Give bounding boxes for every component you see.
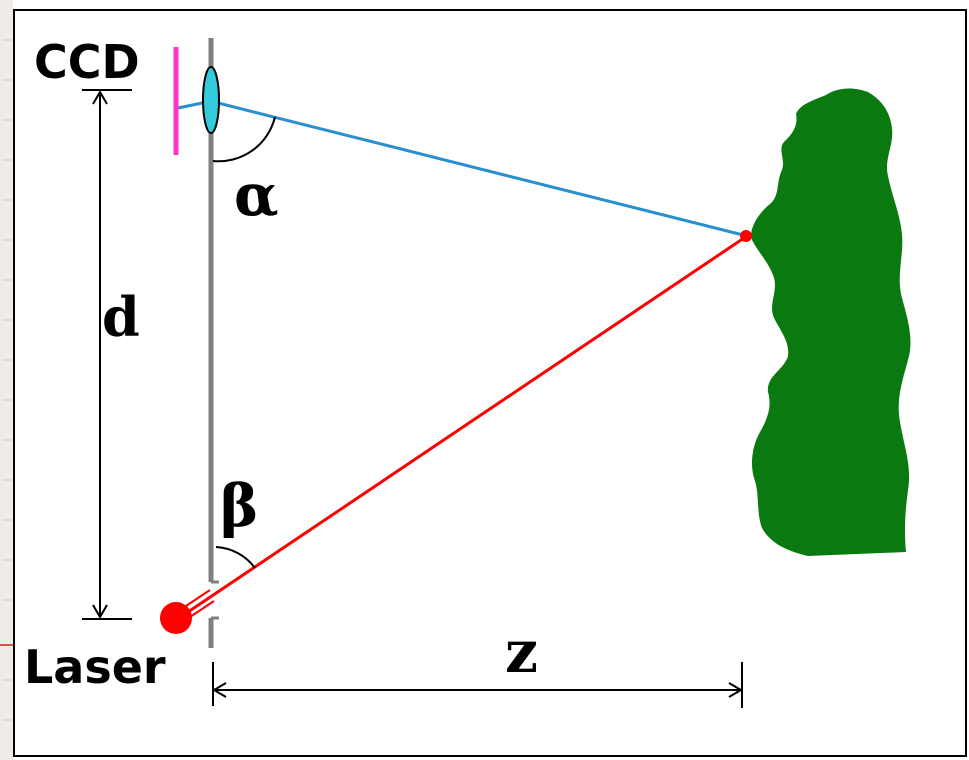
alpha-angle-arc bbox=[212, 116, 276, 163]
lens-icon bbox=[202, 66, 220, 134]
laser-source-icon bbox=[160, 602, 192, 634]
beta-label: β bbox=[220, 472, 259, 540]
laser-ray bbox=[187, 234, 748, 614]
left-margin-ticks bbox=[2, 39, 11, 721]
d-label: d bbox=[102, 285, 140, 349]
ccd-label: CCD bbox=[34, 35, 140, 89]
laser-spot bbox=[740, 230, 752, 242]
z-label: z bbox=[505, 618, 538, 686]
alpha-label: α bbox=[234, 161, 279, 229]
laser-label: Laser bbox=[24, 640, 166, 694]
left-margin-strip bbox=[0, 0, 13, 760]
object-silhouette bbox=[751, 88, 911, 556]
laser-beam-streak-1 bbox=[185, 589, 211, 607]
dimension-z bbox=[212, 662, 743, 708]
beta-angle-arc bbox=[215, 546, 256, 569]
dimension-d bbox=[82, 89, 132, 620]
diagram-frame bbox=[13, 9, 967, 757]
laser-beam-streak-2 bbox=[189, 600, 215, 618]
camera-ray bbox=[217, 101, 748, 238]
